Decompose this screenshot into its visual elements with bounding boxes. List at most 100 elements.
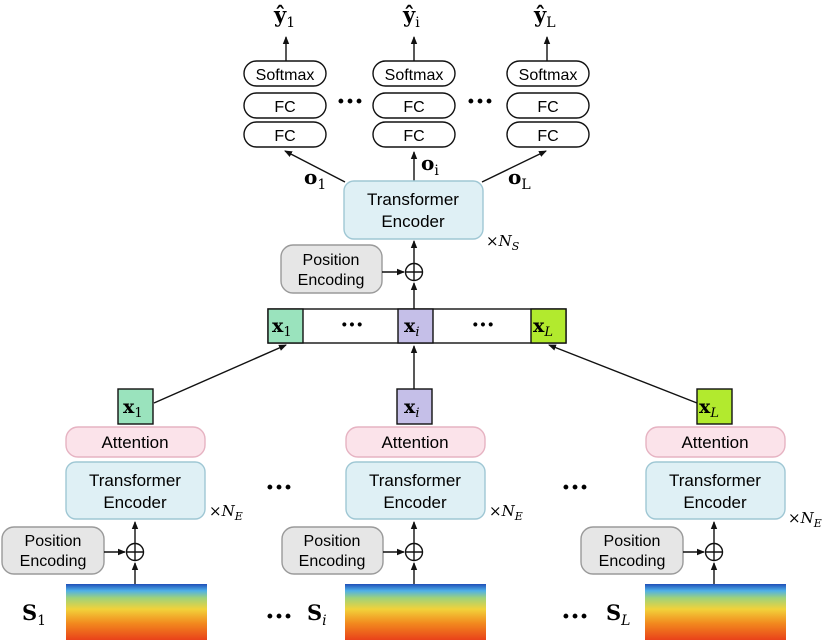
epoch-vector-xL xyxy=(696,388,733,425)
position-encoding-label: Encoding xyxy=(20,553,87,570)
fc-label: FC xyxy=(537,128,558,145)
softmax-label: Softmax xyxy=(385,67,444,84)
attention-label: Attention xyxy=(381,433,448,452)
fc-block xyxy=(372,121,456,148)
ellipsis: ··· xyxy=(265,473,292,503)
position-encoding-label: Position xyxy=(304,533,361,550)
arrow xyxy=(548,344,698,404)
encoder-label: Transformer xyxy=(369,471,461,490)
spectrogram-image xyxy=(66,584,207,640)
epoch-sequence: x1 ··· xi ··· xL xyxy=(267,308,567,344)
position-encoding-block xyxy=(280,244,383,294)
encoder-label: Encoder xyxy=(683,493,747,512)
attention-block xyxy=(65,426,206,458)
add-operator xyxy=(125,542,145,562)
output-head-L: ŷL Softmax FC FC oL xyxy=(506,2,590,193)
encoder-label: Transformer xyxy=(669,471,761,490)
ellipsis: ··· xyxy=(472,312,495,338)
encoder-label: Transformer xyxy=(367,190,459,209)
repeat-label: ×NE xyxy=(209,502,243,523)
epoch-vector-x1 xyxy=(117,388,154,425)
position-encoding-label: Encoding xyxy=(599,553,666,570)
epoch-vector-label: x1 xyxy=(123,396,143,421)
spectrogram-image xyxy=(345,584,486,640)
add-operator xyxy=(404,262,424,282)
softmax-block xyxy=(372,60,456,87)
encoder-label: Encoder xyxy=(383,493,447,512)
repeat-label: ×NE xyxy=(788,509,822,530)
head-output-label: ŷi xyxy=(402,2,420,31)
repeat-label: ×NS xyxy=(486,232,520,253)
ellipsis: ··· xyxy=(341,312,364,338)
token-xL xyxy=(530,308,567,344)
spectrogram-image xyxy=(645,584,786,640)
head-input-label: oi xyxy=(421,151,439,179)
attention-block xyxy=(645,426,786,458)
epoch-signal-label: S1 xyxy=(22,600,46,629)
sequence-transformer-encoder: Transformer Encoder xyxy=(343,180,484,240)
fc-label: FC xyxy=(537,99,558,116)
epoch-vector-label: xi xyxy=(404,396,420,421)
fc-label: FC xyxy=(403,99,424,116)
output-head-i: ŷi Softmax FC FC oi xyxy=(372,2,456,179)
ellipsis: ··· xyxy=(466,87,493,117)
epoch-vector-label: xL xyxy=(699,396,719,421)
head-input-label: oL xyxy=(508,165,531,193)
position-encoding-block xyxy=(580,526,684,575)
position-encoding-block xyxy=(281,526,384,575)
add-operator xyxy=(704,542,724,562)
fc-block xyxy=(372,92,456,119)
position-encoding-label: Position xyxy=(604,533,661,550)
softmax-block xyxy=(243,60,327,87)
head-output-label: ŷL xyxy=(533,2,556,31)
attention-label: Attention xyxy=(101,433,168,452)
fc-label: FC xyxy=(403,128,424,145)
sequence-position-encoding: Position Encoding xyxy=(280,244,383,294)
encoder-label: Encoder xyxy=(381,212,445,231)
attention-block xyxy=(345,426,486,458)
fc-block xyxy=(243,92,327,119)
epoch-column-i: xi Attention Transformer Encoder ×NE Pos… xyxy=(281,388,523,640)
ellipsis: ··· xyxy=(561,602,588,632)
encoder-block xyxy=(645,461,786,520)
epoch-signal-label: SL xyxy=(606,600,630,629)
softmax-label: Softmax xyxy=(256,67,315,84)
ellipsis: ··· xyxy=(265,602,292,632)
position-encoding-label: Encoding xyxy=(298,272,365,289)
fc-block xyxy=(506,121,590,148)
ellipsis: ··· xyxy=(561,473,588,503)
encoder-block xyxy=(345,461,486,520)
token-label: x1 xyxy=(272,315,292,340)
arrow xyxy=(153,344,287,404)
softmax-label: Softmax xyxy=(519,67,578,84)
position-encoding-label: Position xyxy=(25,533,82,550)
encoder-label: Transformer xyxy=(89,471,181,490)
arrow xyxy=(284,150,346,183)
position-encoding-block xyxy=(1,526,105,575)
add-operator xyxy=(404,542,424,562)
token-xi xyxy=(397,308,434,344)
position-encoding-label: Encoding xyxy=(299,553,366,570)
ellipsis: ··· xyxy=(336,87,363,117)
fc-block xyxy=(243,121,327,148)
head-output-label: ŷ1 xyxy=(273,2,295,31)
token-label: xL xyxy=(533,315,553,340)
arrow xyxy=(481,150,547,183)
head-input-label: o1 xyxy=(304,165,326,193)
token-x1 xyxy=(267,308,304,344)
attention-label: Attention xyxy=(681,433,748,452)
fc-label: FC xyxy=(274,128,295,145)
epoch-vector-xi xyxy=(396,388,433,425)
output-head-1: ŷ1 Softmax FC FC o1 xyxy=(243,2,327,193)
position-encoding-label: Position xyxy=(303,252,360,269)
fc-label: FC xyxy=(274,99,295,116)
encoder-block xyxy=(65,461,206,520)
softmax-block xyxy=(506,60,590,87)
epoch-signal-label: Si xyxy=(307,600,327,629)
encoder-label: Encoder xyxy=(103,493,167,512)
epoch-column-1: x1 Attention Transformer Encoder ×NE Pos… xyxy=(1,388,243,640)
encoder-block xyxy=(343,180,484,240)
token-label: xi xyxy=(404,315,420,340)
